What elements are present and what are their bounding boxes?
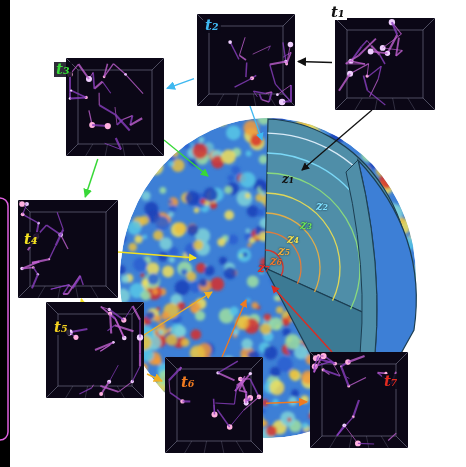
shell-arc (267, 173, 360, 309)
pink-frame (0, 198, 8, 440)
simulation-cube: t₃ (66, 58, 164, 156)
time-label: t₂ (203, 18, 221, 33)
leader-arrow (250, 106, 262, 140)
evolution-arrow (147, 374, 162, 381)
evolution-arrow (167, 79, 194, 89)
redshift-label: z₁ (282, 173, 294, 185)
leader-arrow (164, 140, 208, 176)
time-label: t₇ (382, 374, 400, 389)
redshift-label: z₇ (258, 262, 270, 274)
leader-arrow (144, 292, 212, 335)
simulation-cube: t₆ (165, 357, 263, 453)
simulation-cube: t₁ (335, 18, 435, 110)
redshift-label: z₃ (300, 219, 312, 231)
time-label: t₆ (179, 375, 197, 390)
time-label: t₃ (54, 62, 72, 77)
cube-render (66, 58, 164, 156)
redshift-label: z₆ (270, 255, 282, 267)
time-label: t₄ (22, 232, 40, 247)
evolution-arrow (85, 159, 98, 197)
simulation-cube: t₇ (310, 352, 408, 448)
time-label: t₁ (329, 5, 347, 20)
redshift-label: z₂ (316, 200, 328, 212)
shell-arc (266, 232, 301, 284)
leader-arrow (302, 110, 372, 170)
redshift-label: z₄ (287, 233, 299, 245)
evolution-arrow (298, 61, 332, 63)
simulation-cube: t₄ (18, 200, 118, 298)
evolution-arrow (266, 402, 307, 403)
shell-arc (266, 213, 320, 292)
simulation-cube: t₅ (46, 302, 144, 398)
leader-arrow (118, 252, 196, 258)
cube-render (310, 352, 408, 448)
cube-render (165, 357, 263, 453)
cube-render (46, 302, 144, 398)
simulation-cube: t₂ (197, 14, 295, 106)
cube-render (335, 18, 435, 110)
time-label: t₅ (52, 320, 70, 335)
cube-render (18, 200, 118, 298)
leader-arrow (272, 286, 332, 352)
leader-arrow (222, 300, 246, 357)
shell-arc (266, 193, 340, 301)
evolution-arrow (81, 299, 83, 301)
